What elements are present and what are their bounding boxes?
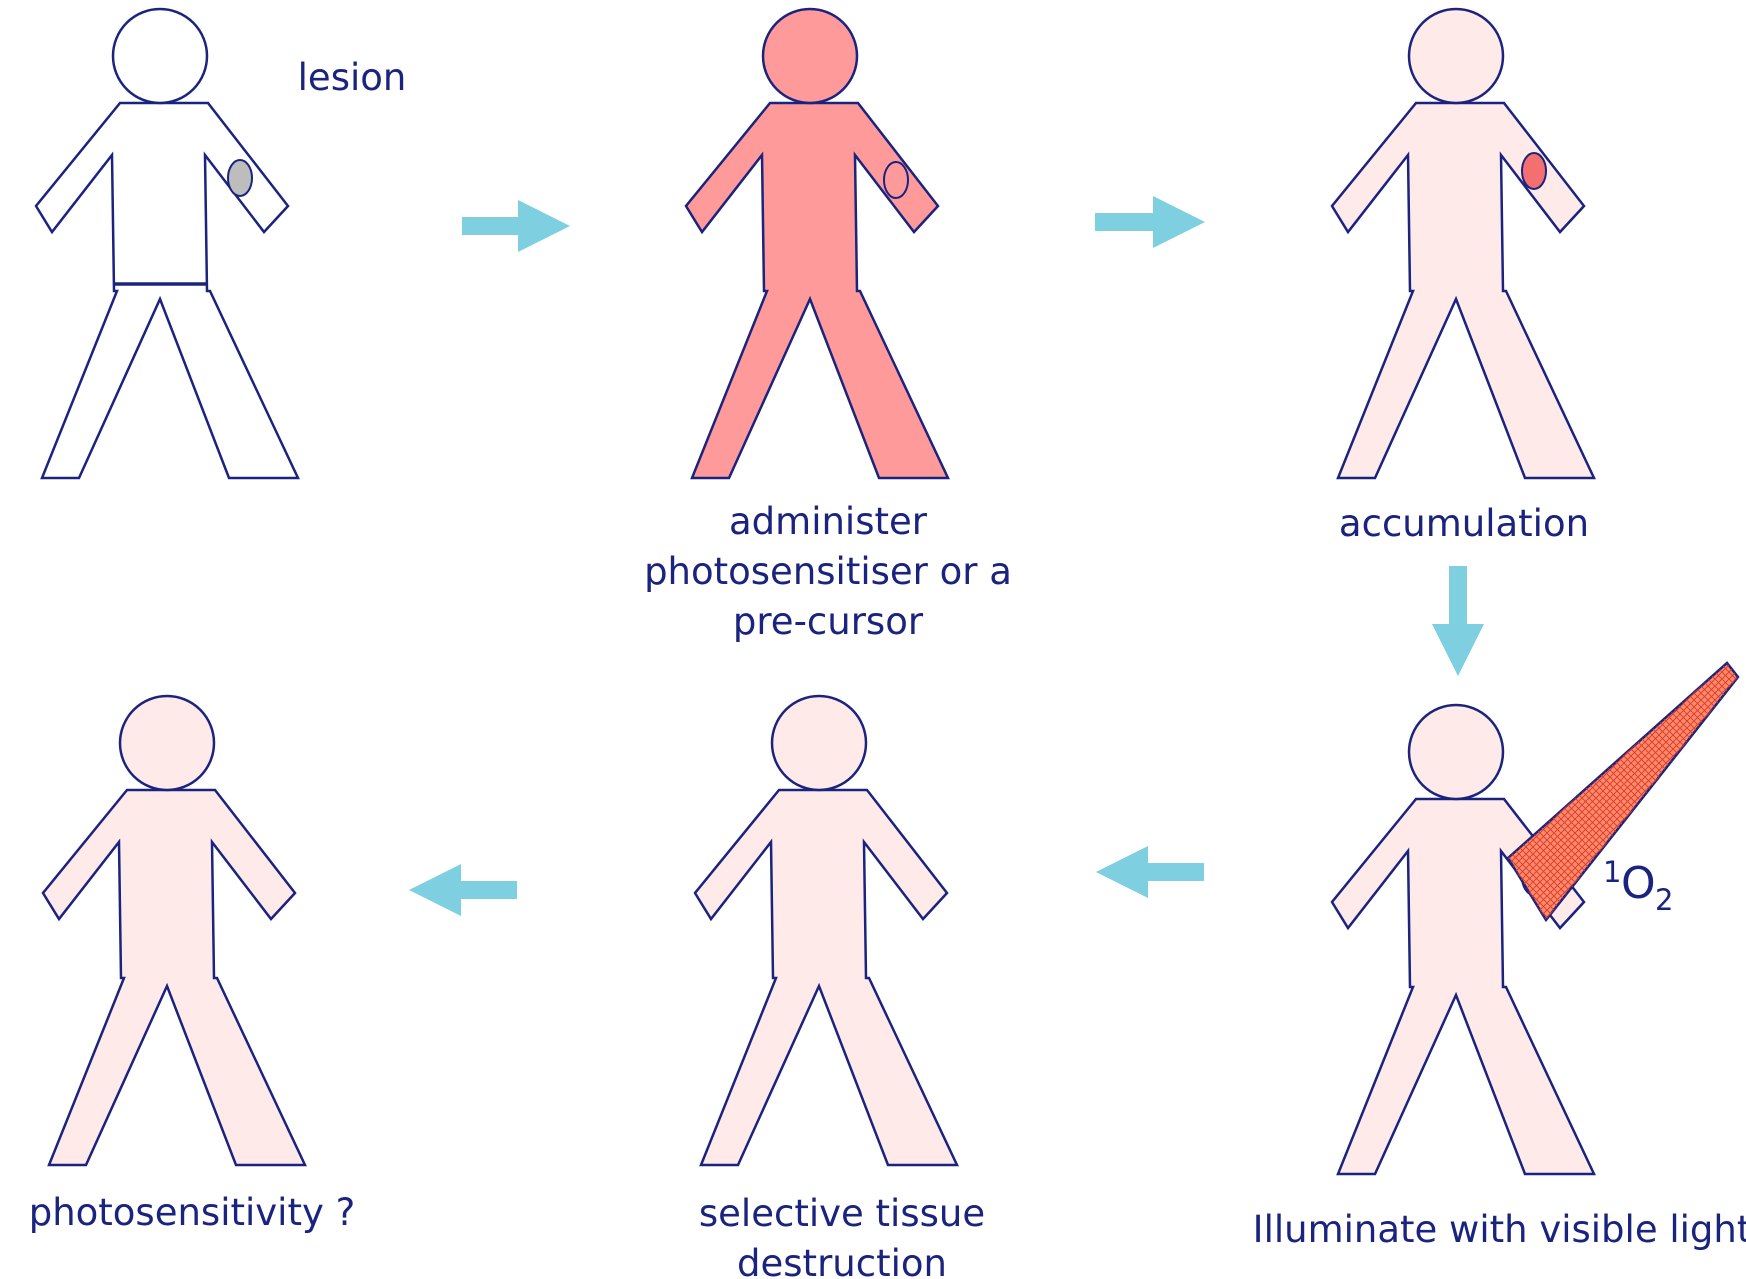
figure-head xyxy=(120,696,214,790)
figure-body xyxy=(36,103,298,478)
arrow-step2-to-step3 xyxy=(1095,196,1205,248)
figure-head xyxy=(1409,9,1503,103)
selective-destruction-label-line2: destruction xyxy=(737,1242,947,1279)
figure-body xyxy=(43,790,305,1165)
administer-label-line2: photosensitiser or a xyxy=(644,550,1012,593)
singlet-oxygen-superscript: 1 xyxy=(1603,855,1621,889)
lesion-mark xyxy=(1522,153,1546,189)
figure-body xyxy=(695,790,957,1165)
figure-head xyxy=(763,9,857,103)
singlet-oxygen-symbol: O xyxy=(1621,858,1656,909)
figure-body xyxy=(1332,103,1594,478)
lesion-label: lesion xyxy=(298,56,407,99)
figure-head xyxy=(113,9,207,103)
figure-body xyxy=(686,103,948,478)
figure-photosensitivity xyxy=(43,696,305,1165)
photosensitivity-label: photosensitivity ? xyxy=(29,1191,356,1234)
figure-selective-destruction xyxy=(695,696,957,1165)
figure-illuminated xyxy=(1332,705,1594,1174)
lesion-mark xyxy=(228,160,252,196)
administer-label-line1: administer xyxy=(729,500,928,543)
figure-head xyxy=(1409,705,1503,799)
figure-lesion xyxy=(36,9,298,478)
arrow-step3-to-step4 xyxy=(1432,566,1484,676)
accumulation-label: accumulation xyxy=(1339,502,1589,545)
figure-head xyxy=(772,696,866,790)
arrow-step4-to-step5 xyxy=(1096,846,1204,898)
illuminate-label: Illuminate with visible light xyxy=(1253,1208,1746,1251)
administer-label-line3: pre-cursor xyxy=(733,600,924,643)
figure-accumulation xyxy=(1332,9,1594,478)
singlet-oxygen-subscript: 2 xyxy=(1655,883,1673,917)
arrow-step1-to-step2 xyxy=(462,200,570,252)
figure-administer xyxy=(686,9,948,478)
arrow-step5-to-step6 xyxy=(409,864,517,916)
selective-destruction-label-line1: selective tissue xyxy=(699,1192,985,1235)
